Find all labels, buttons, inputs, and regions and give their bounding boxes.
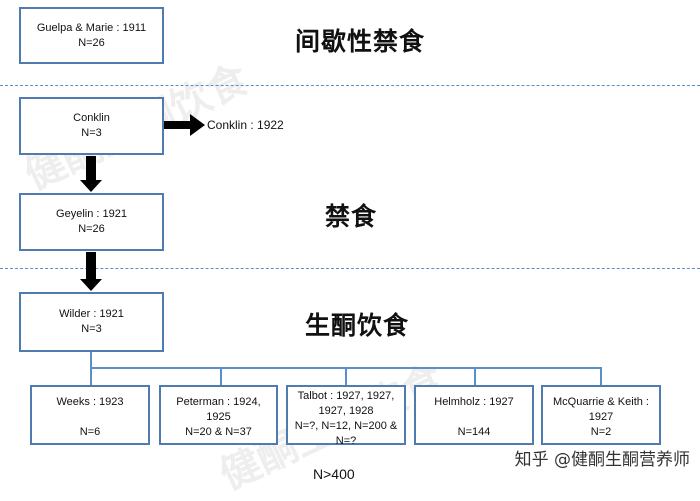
study-sample-size: N=144 [457,426,491,438]
study-box-mcquarrie: McQuarrie & Keith : 1927 N=2 [541,385,661,445]
study-sample-size: N=3 [81,323,102,335]
study-box-geyelin: Geyelin : 1921 N=26 [19,193,164,251]
connector-line [220,368,222,385]
study-sample-size: N=20 & N=37 [185,426,252,438]
study-name: Peterman : 1924, 1925 [176,396,261,423]
section-title-ketogenic-diet: 生酮饮食 [305,311,410,340]
study-name: Conklin [73,112,110,124]
arrow-right-icon [164,114,205,136]
study-name: Geyelin : 1921 [56,208,127,220]
section-title-intermittent-fasting: 间歇性禁食 [295,27,426,56]
connector-line [600,368,602,385]
study-name: McQuarrie & Keith : 1927 [553,396,649,423]
study-name: Wilder : 1921 [59,308,124,320]
connector-line [90,352,92,368]
study-box-conklin: Conklin N=3 [19,97,164,155]
study-name: Guelpa & Marie : 1911 [36,21,147,34]
arrow-down-icon [80,252,102,291]
study-sample-size: N=6 [79,426,101,438]
study-label-conklin-1922: Conklin : 1922 [207,118,284,132]
credit-text: 知乎 @健酮生酮营养师 [514,450,690,470]
study-box-peterman: Peterman : 1924, 1925 N=20 & N=37 [159,385,278,445]
study-name: Weeks : 1923 [56,396,124,408]
study-sample-size: N=3 [81,127,102,139]
study-name: Helmholz : 1927 [434,396,514,408]
study-name: Talbot : 1927, 1927, 1927, 1928 [297,390,395,417]
study-sample-size: N=?, N=12, N=200 & N=? [294,420,398,447]
connector-line [90,368,92,385]
study-box-wilder: Wilder : 1921 N=3 [19,292,164,352]
study-box-weeks: Weeks : 1923 N=6 [30,385,150,445]
study-sample-size: N=26 [78,223,105,235]
arrow-down-icon [80,156,102,192]
study-box-helmholz: Helmholz : 1927 N=144 [414,385,534,445]
section-divider [0,268,700,269]
connector-line [474,368,476,385]
study-sample-size: N=26 [78,36,105,49]
connector-line [345,368,347,385]
study-sample-size: N=2 [590,426,612,438]
section-divider [0,85,700,86]
section-title-fasting: 禁食 [325,202,378,231]
study-box-guelpa: Guelpa & Marie : 1911 N=26 [19,7,164,64]
study-box-talbot: Talbot : 1927, 1927, 1927, 1928 N=?, N=1… [286,385,406,447]
total-sample-size: N>400 [313,466,355,482]
